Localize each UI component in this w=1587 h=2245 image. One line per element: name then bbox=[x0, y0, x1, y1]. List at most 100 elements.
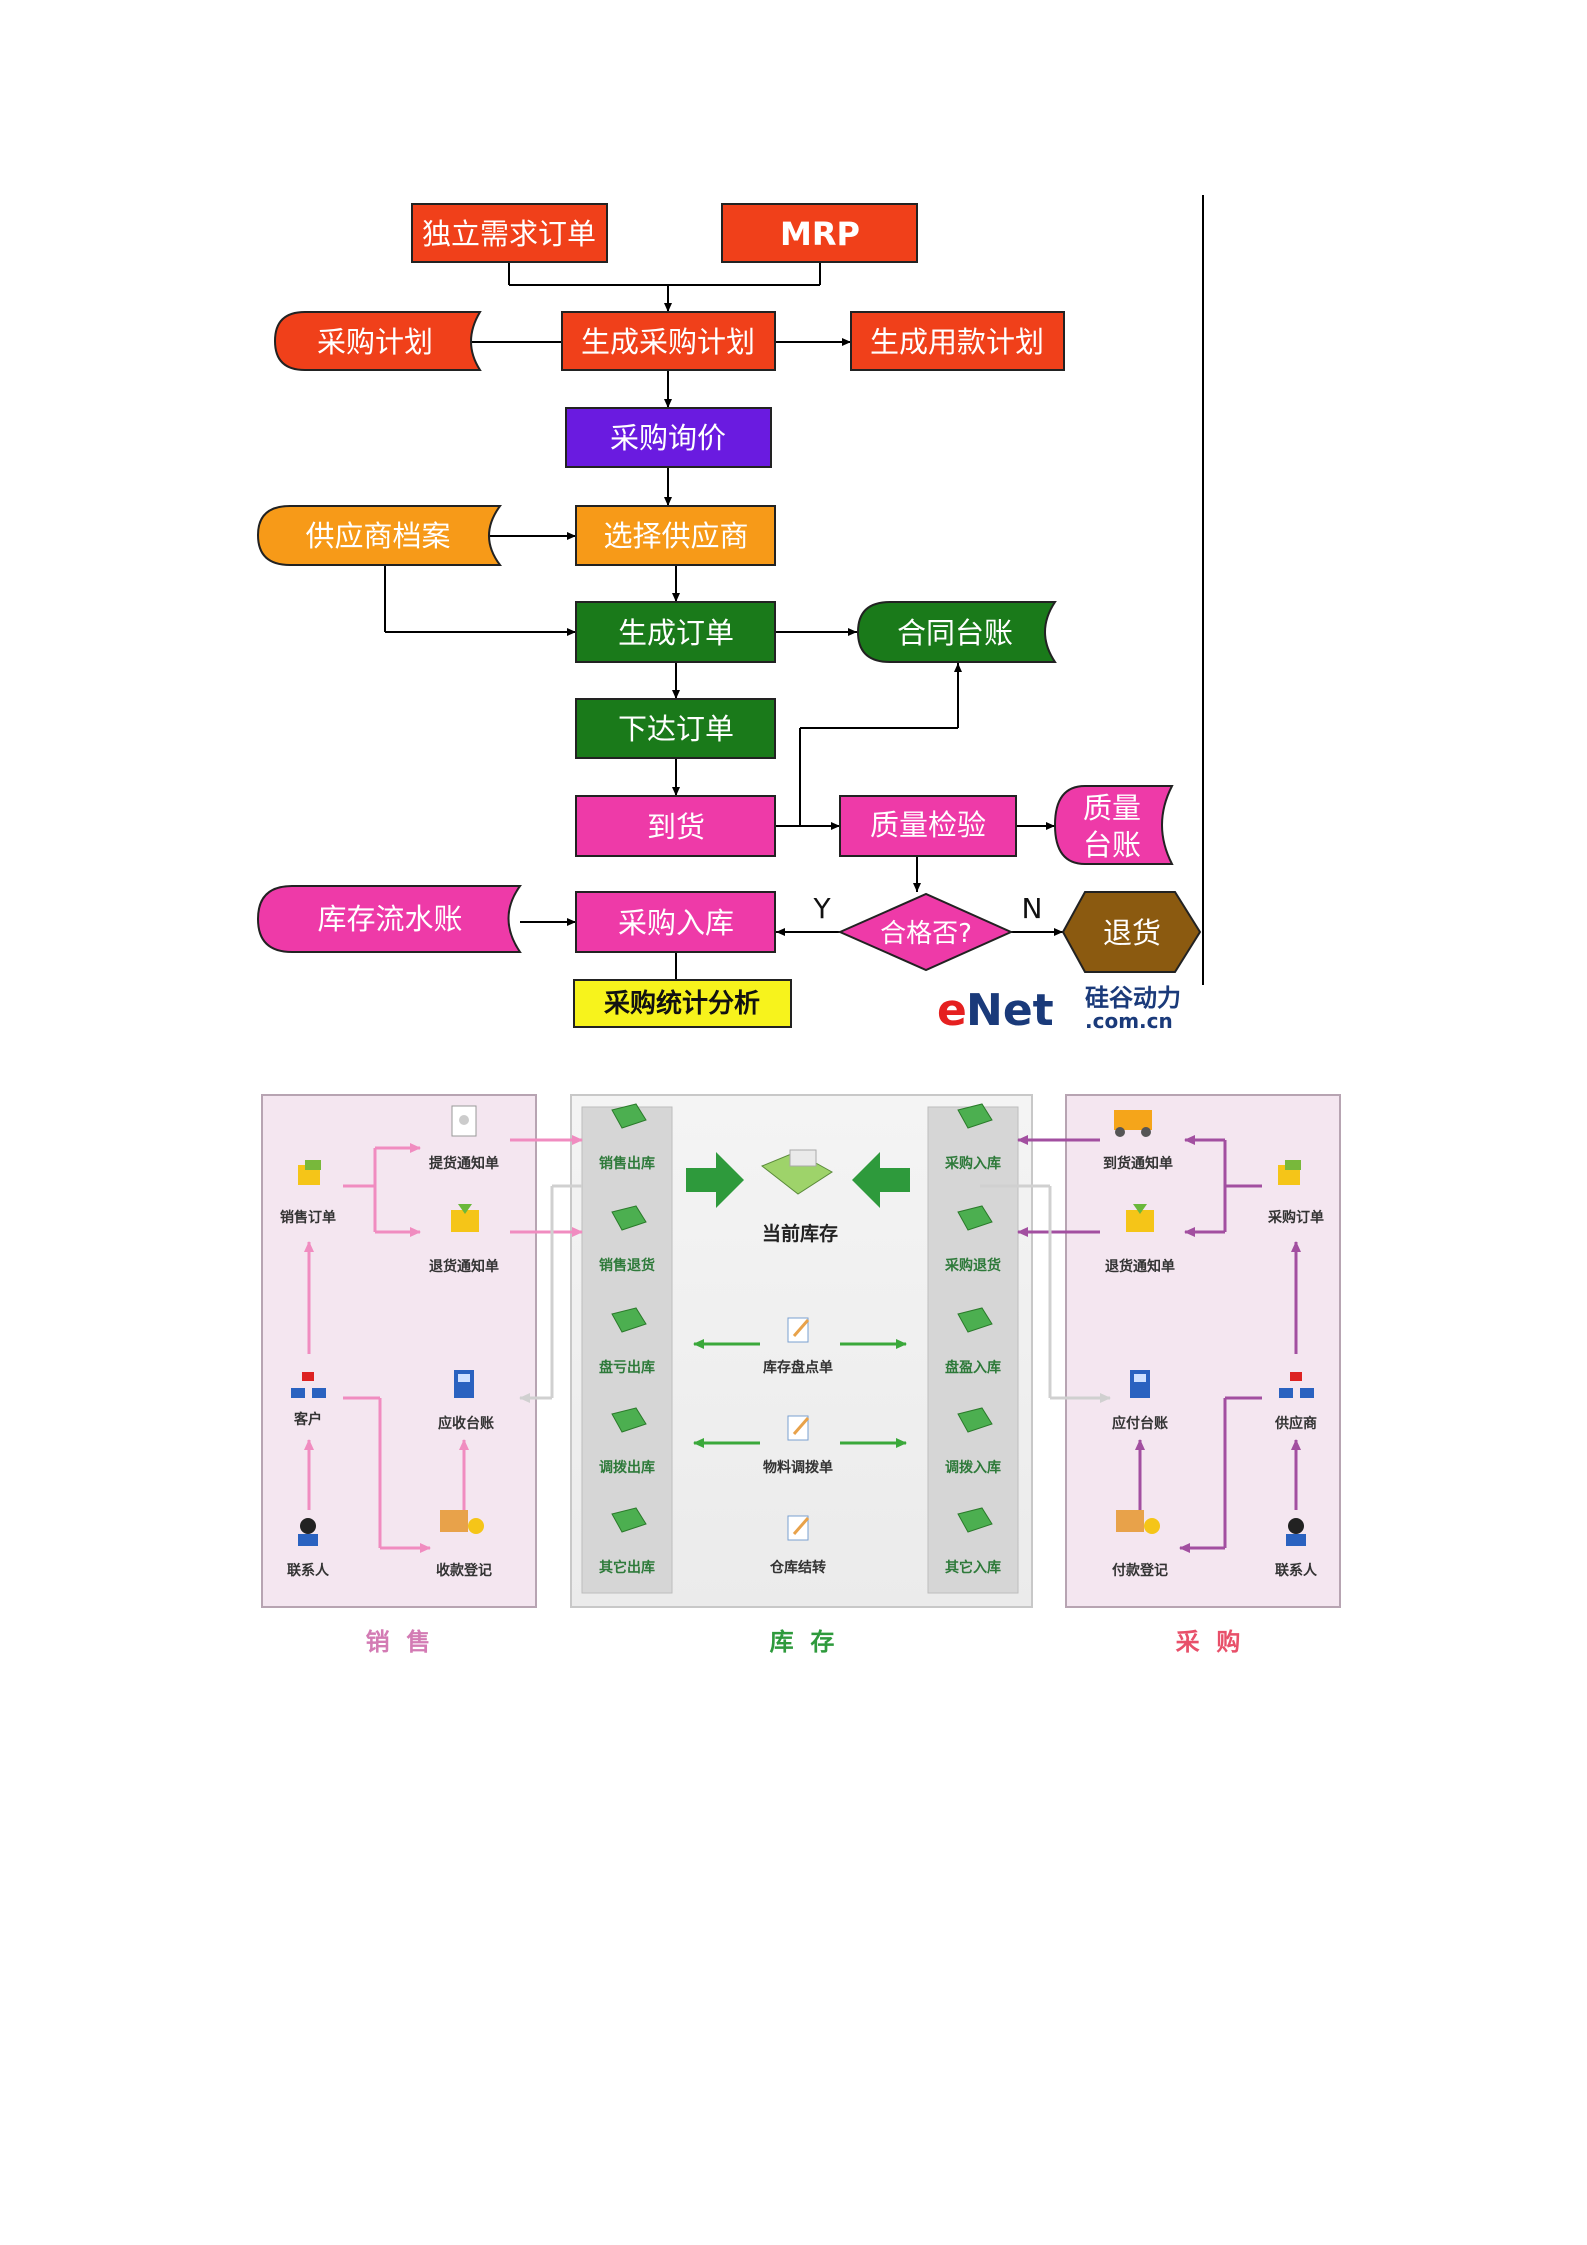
gen-payment-plan-box bbox=[850, 311, 1065, 371]
supplier-label: 供应商 bbox=[1274, 1415, 1317, 1432]
logo-e: e bbox=[937, 985, 967, 1036]
loss-out-label: 盘亏出库 bbox=[599, 1359, 655, 1376]
select-supplier-box bbox=[575, 505, 776, 566]
gen-order-label: 生成订单 bbox=[618, 616, 734, 650]
pickup-notice-label: 提货通知单 bbox=[429, 1155, 499, 1172]
receipt-register-icon bbox=[440, 1510, 484, 1534]
purchase-return-notice-label: 退货通知单 bbox=[1105, 1258, 1175, 1275]
receipt-register-label: 收款登记 bbox=[436, 1562, 492, 1579]
stats-label: 采购统计分析 bbox=[604, 988, 760, 1019]
sales-return-label: 销售退货 bbox=[599, 1257, 655, 1274]
enet-logo: e Net 硅谷动力 .com.cn bbox=[937, 984, 1181, 1036]
supplier-file-label: 供应商档案 bbox=[305, 519, 450, 553]
customer-label: 客户 bbox=[293, 1411, 322, 1428]
purchase-in-box bbox=[575, 891, 776, 953]
logo-net: Net bbox=[966, 985, 1054, 1036]
logo-cn-text: 硅谷动力 bbox=[1085, 984, 1181, 1012]
customer-icon bbox=[291, 1372, 326, 1398]
warehouse-close-label: 仓库结转 bbox=[769, 1559, 826, 1576]
purchase-in-label: 采购入库 bbox=[618, 906, 734, 940]
other-out-label: 其它出库 bbox=[599, 1559, 655, 1576]
purchase-contact-icon bbox=[1286, 1518, 1306, 1546]
stock-purchase-in-label: 采购入库 bbox=[944, 1155, 1001, 1172]
inquiry-box bbox=[565, 407, 772, 468]
qualified-diamond bbox=[837, 892, 1014, 972]
independent-order-box bbox=[411, 203, 608, 263]
arrival-notice-icon bbox=[1114, 1110, 1152, 1137]
quality-ledger-label-2: 台账 bbox=[1083, 828, 1141, 862]
flow-connectors bbox=[384, 262, 1063, 980]
quality-check-box bbox=[839, 795, 1017, 857]
supplier-icon bbox=[1279, 1372, 1314, 1398]
other-out-icon bbox=[611, 1507, 647, 1533]
green-arrows bbox=[693, 1339, 907, 1448]
gen-purchase-plan-box bbox=[561, 311, 776, 371]
gen-payment-plan-label: 生成用款计划 bbox=[870, 325, 1044, 359]
supplier-file-shape bbox=[256, 505, 503, 566]
stock-journal-shape bbox=[256, 885, 522, 953]
arrival-notice-label: 到货通知单 bbox=[1103, 1155, 1173, 1172]
select-supplier-label: 选择供应商 bbox=[603, 519, 748, 553]
purchase-arrows bbox=[1017, 1135, 1301, 1553]
sales-title: 销 售 bbox=[366, 1628, 431, 1656]
return-notice-label: 退货通知单 bbox=[429, 1258, 499, 1275]
sales-arrows bbox=[304, 1135, 583, 1553]
return-notice-icon bbox=[451, 1204, 479, 1232]
quality-ledger-label-1: 质量 bbox=[1083, 791, 1141, 825]
transfer-out-label: 调拨出库 bbox=[599, 1459, 655, 1476]
stocktake-label: 库存盘点单 bbox=[763, 1359, 833, 1376]
purchase-return-icon bbox=[957, 1205, 993, 1231]
gen-purchase-plan-label: 生成采购计划 bbox=[581, 325, 755, 359]
big-arrow-right-icon bbox=[686, 1152, 744, 1208]
sales-out-icon bbox=[611, 1103, 647, 1129]
inquiry-label: 采购询价 bbox=[610, 421, 726, 455]
payment-register-label: 付款登记 bbox=[1112, 1562, 1168, 1579]
qualified-label: 合格否? bbox=[880, 919, 972, 949]
payment-register-icon bbox=[1116, 1510, 1160, 1534]
sales-order-label: 销售订单 bbox=[280, 1209, 336, 1226]
warehouse-close-icon bbox=[787, 1515, 810, 1541]
mrp-box bbox=[721, 203, 918, 263]
purchase-order-label: 采购订单 bbox=[1267, 1209, 1324, 1226]
quality-check-label: 质量检验 bbox=[870, 808, 986, 842]
big-arrow-left-icon bbox=[852, 1152, 910, 1208]
issue-order-label: 下达订单 bbox=[618, 712, 734, 746]
stock-title: 库 存 bbox=[770, 1628, 835, 1656]
contact-icon bbox=[298, 1518, 318, 1546]
gray-arrows bbox=[519, 1184, 1111, 1403]
quality-ledger-shape bbox=[1053, 785, 1174, 865]
stock-journal-label: 库存流水账 bbox=[317, 902, 462, 936]
current-stock-icon bbox=[761, 1149, 833, 1195]
stats-box bbox=[573, 979, 792, 1028]
gain-in-icon bbox=[957, 1307, 993, 1333]
contract-ledger-label: 合同台账 bbox=[897, 616, 1013, 650]
payable-ledger-icon bbox=[1130, 1370, 1150, 1398]
purchase-contact-label: 联系人 bbox=[1275, 1562, 1318, 1579]
transfer-out-icon bbox=[611, 1407, 647, 1433]
purchase-in-icon bbox=[957, 1103, 993, 1129]
contract-ledger-shape bbox=[856, 601, 1057, 663]
material-transfer-label: 物料调拨单 bbox=[763, 1459, 833, 1476]
sales-order-icon bbox=[298, 1160, 321, 1185]
sales-out-label: 销售出库 bbox=[599, 1155, 655, 1172]
purchase-plan-label: 采购计划 bbox=[317, 325, 433, 359]
other-in-label: 其它入库 bbox=[945, 1559, 1001, 1576]
arrival-label: 到货 bbox=[647, 810, 705, 844]
stocktake-icon bbox=[787, 1317, 810, 1343]
independent-order-label: 独立需求订单 bbox=[422, 217, 596, 251]
contact-label: 联系人 bbox=[287, 1562, 330, 1579]
payable-ledger-label: 应付台账 bbox=[1112, 1415, 1168, 1432]
return-goods-label: 退货 bbox=[1103, 916, 1161, 950]
pickup-notice-icon bbox=[451, 1105, 477, 1137]
purchase-plan-shape bbox=[273, 311, 482, 371]
purchase-return-notice-icon bbox=[1126, 1204, 1154, 1232]
gen-order-box bbox=[575, 601, 776, 663]
other-in-icon bbox=[957, 1507, 993, 1533]
logo-domain: .com.cn bbox=[1085, 1009, 1173, 1033]
no-label: N bbox=[1022, 892, 1043, 925]
material-transfer-icon bbox=[787, 1415, 810, 1441]
purchase-order-icon bbox=[1278, 1160, 1301, 1185]
return-goods-shape bbox=[1061, 891, 1202, 973]
stock-purchase-return-label: 采购退货 bbox=[944, 1257, 1001, 1274]
